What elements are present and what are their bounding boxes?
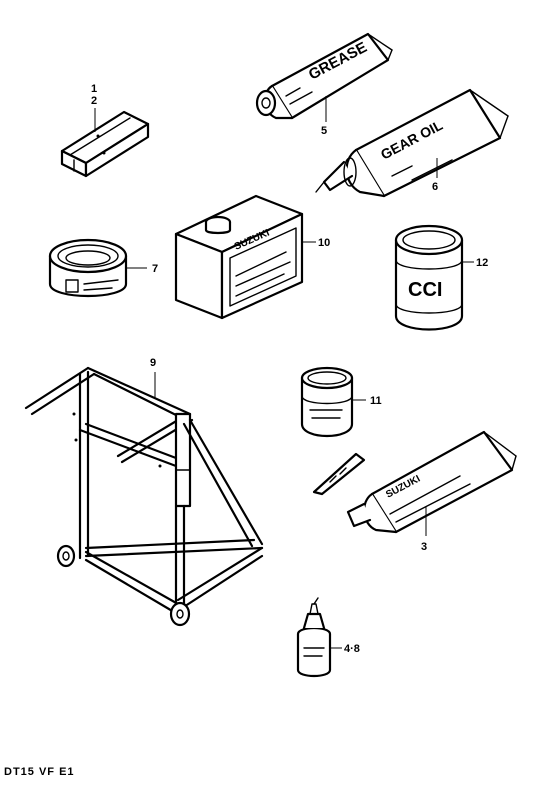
callout-7: 7	[152, 263, 158, 275]
diagram-code: DT15 VF E1	[4, 766, 75, 778]
callout-11: 11	[370, 395, 382, 407]
tin-label: CCI	[408, 279, 442, 301]
callout-5: 5	[321, 125, 327, 137]
callout-9: 9	[150, 357, 156, 369]
callout-1: 1	[91, 83, 97, 95]
part-motor-stand	[24, 366, 264, 627]
callout-4-8: 4·8	[344, 643, 360, 655]
callout-12: 12	[476, 257, 488, 269]
part-round-tin	[48, 238, 147, 298]
part-small-jar	[300, 366, 366, 438]
part-sealant-tube: SUZUKI	[312, 430, 517, 536]
callout-3: 3	[421, 541, 427, 553]
part-small-bottle	[296, 597, 342, 678]
part-oil-can: SUZUKI	[174, 194, 316, 320]
part-grease-tube: GREASE	[255, 32, 393, 122]
part-gear-oil-tube: GEAR OIL	[315, 88, 509, 198]
part-stick	[60, 108, 150, 178]
callout-2: 2	[91, 95, 97, 107]
callout-10: 10	[318, 237, 330, 249]
callout-6: 6	[432, 181, 438, 193]
part-cylinder-tin: CCI	[394, 224, 474, 331]
